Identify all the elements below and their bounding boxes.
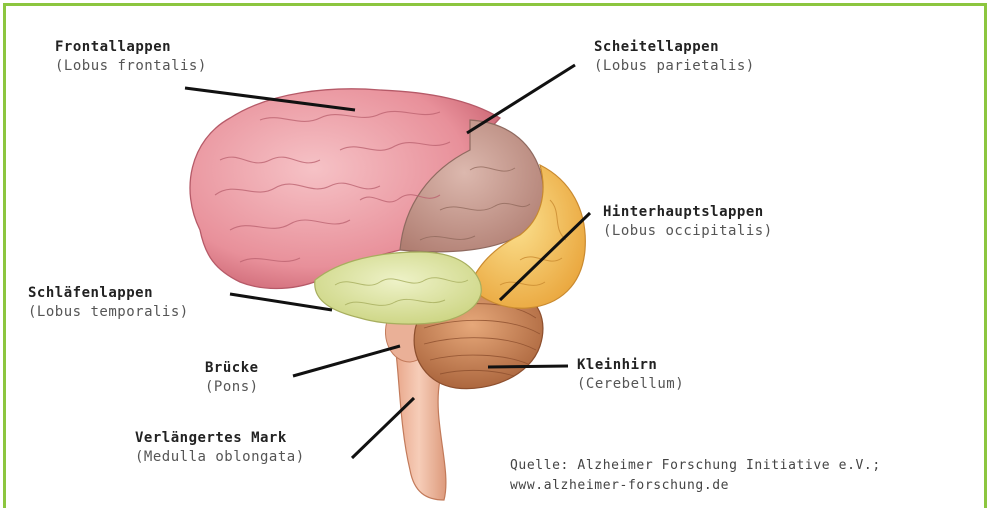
source-line-1: Quelle: Alzheimer Forschung Initiative e…: [510, 456, 881, 476]
leader-parietal: [467, 65, 575, 133]
label-frontal-latin: (Lobus frontalis): [55, 57, 207, 76]
source-credit: Quelle: Alzheimer Forschung Initiative e…: [510, 456, 881, 496]
label-medulla-latin: (Medulla oblongata): [135, 448, 305, 467]
label-parietal-latin: (Lobus parietalis): [594, 57, 755, 76]
label-cerebellum-term: Kleinhirn: [577, 356, 684, 375]
label-parietal: Scheitellappen (Lobus parietalis): [594, 38, 755, 76]
label-medulla: Verlängertes Mark (Medulla oblongata): [135, 429, 305, 467]
label-frontal-term: Frontallappen: [55, 38, 207, 57]
label-pons-term: Brücke: [205, 359, 259, 378]
source-line-2: www.alzheimer-forschung.de: [510, 476, 881, 496]
leader-cerebellum: [488, 366, 568, 367]
label-occipital: Hinterhauptslappen (Lobus occipitalis): [603, 203, 773, 241]
label-occipital-term: Hinterhauptslappen: [603, 203, 773, 222]
label-cerebellum-latin: (Cerebellum): [577, 375, 684, 394]
label-pons: Brücke (Pons): [205, 359, 259, 397]
label-frontal: Frontallappen (Lobus frontalis): [55, 38, 207, 76]
label-temporal: Schläfenlappen (Lobus temporalis): [28, 284, 189, 322]
label-occipital-latin: (Lobus occipitalis): [603, 222, 773, 241]
label-temporal-latin: (Lobus temporalis): [28, 303, 189, 322]
label-cerebellum: Kleinhirn (Cerebellum): [577, 356, 684, 394]
label-medulla-term: Verlängertes Mark: [135, 429, 305, 448]
label-parietal-term: Scheitellappen: [594, 38, 755, 57]
label-temporal-term: Schläfenlappen: [28, 284, 189, 303]
label-pons-latin: (Pons): [205, 378, 259, 397]
leader-temporal: [230, 294, 332, 310]
leader-pons: [293, 346, 400, 376]
